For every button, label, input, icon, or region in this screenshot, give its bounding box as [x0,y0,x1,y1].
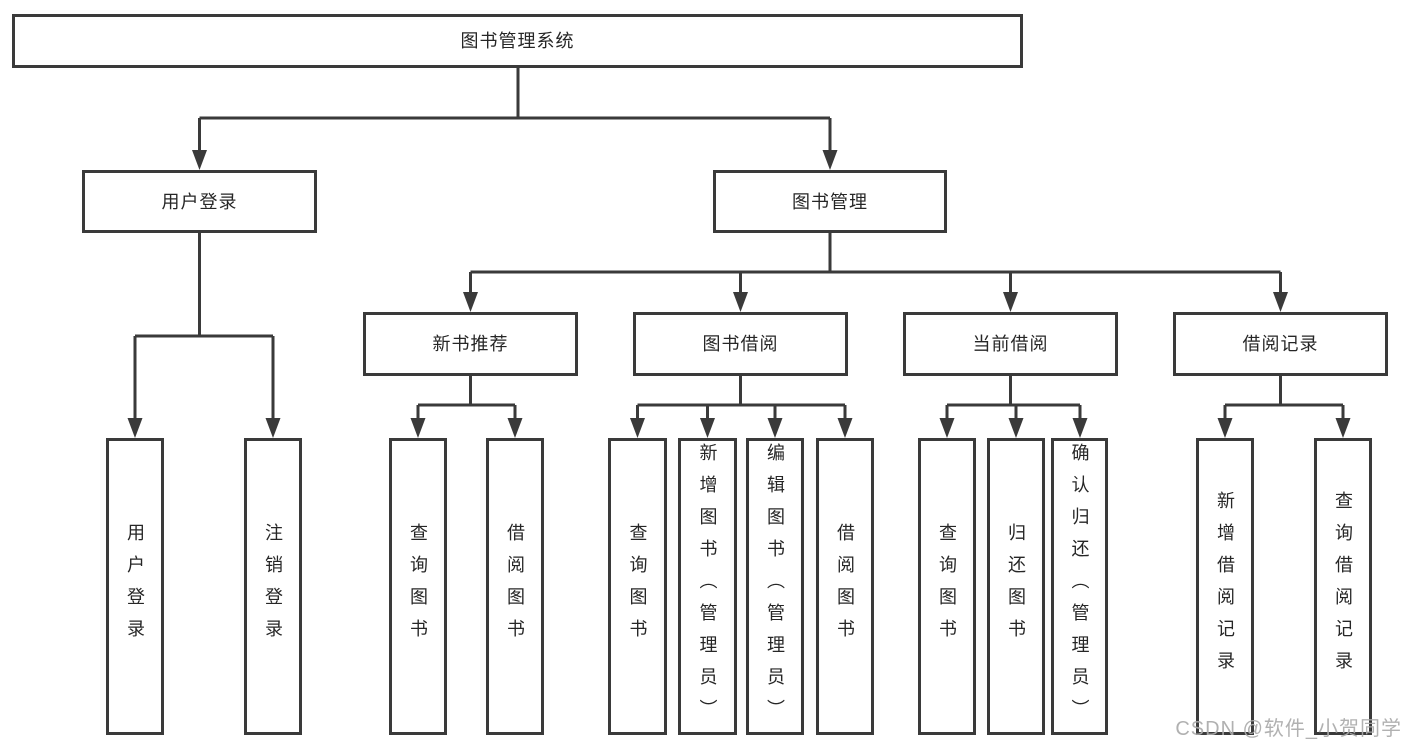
arrowhead-icon [837,418,853,438]
node-leaf-add-borrow-record: 新增借阅记录 [1196,438,1254,735]
arrowhead-icon [822,150,838,170]
arrowhead-icon [265,418,281,438]
connector-user-login-branch [127,233,281,438]
arrowhead-icon [127,418,143,438]
connector-book-management-branch [463,233,1288,312]
arrowhead-icon [1335,418,1351,438]
connector-borrowing-records [1217,376,1351,438]
node-user-login: 用户登录 [82,170,317,233]
node-leaf-query-books-current: 查询图书 [918,438,976,735]
arrowhead-icon [1273,292,1288,312]
node-leaf-borrow-books-recommend: 借阅图书 [486,438,544,735]
node-leaf-confirm-return-admin: 确认归还（管理员） [1051,438,1108,735]
node-leaf-borrow-books: 借阅图书 [816,438,874,735]
connector-current-borrowing [939,376,1088,438]
arrowhead-icon [767,418,783,438]
node-leaf-add-books-admin: 新增图书（管理员） [678,438,737,735]
node-book-management: 图书管理 [713,170,947,233]
arrowhead-icon [1072,418,1088,438]
arrowhead-icon [1217,418,1233,438]
node-new-book-recommendation: 新书推荐 [363,312,578,376]
arrowhead-icon [192,150,207,170]
connector-new-book-recommendation [410,376,523,438]
arrowhead-icon [463,292,478,312]
node-book-borrowing: 图书借阅 [633,312,848,376]
arrowhead-icon [410,418,426,438]
arrowhead-icon [733,292,748,312]
node-leaf-edit-books-admin: 编辑图书（管理员） [746,438,804,735]
arrowhead-icon [700,418,715,438]
arrowhead-icon [630,418,645,438]
arrowhead-icon [1003,292,1018,312]
node-leaf-query-borrow-record: 查询借阅记录 [1314,438,1372,735]
arrowhead-icon [939,418,955,438]
node-borrowing-records: 借阅记录 [1173,312,1388,376]
node-current-borrowing: 当前借阅 [903,312,1118,376]
arrowhead-icon [1008,418,1024,438]
node-leaf-user-login: 用户登录 [106,438,164,735]
node-leaf-return-books: 归还图书 [987,438,1045,735]
node-leaf-query-books-recommend: 查询图书 [389,438,447,735]
connector-book-borrowing [630,376,853,438]
node-library-management-system: 图书管理系统 [12,14,1023,68]
arrowhead-icon [507,418,523,438]
connector-root [192,68,838,170]
csdn-watermark: CSDN @软件_小贺同学 [1175,718,1402,740]
node-leaf-query-books-borrowing: 查询图书 [608,438,667,735]
node-leaf-logout: 注销登录 [244,438,302,735]
